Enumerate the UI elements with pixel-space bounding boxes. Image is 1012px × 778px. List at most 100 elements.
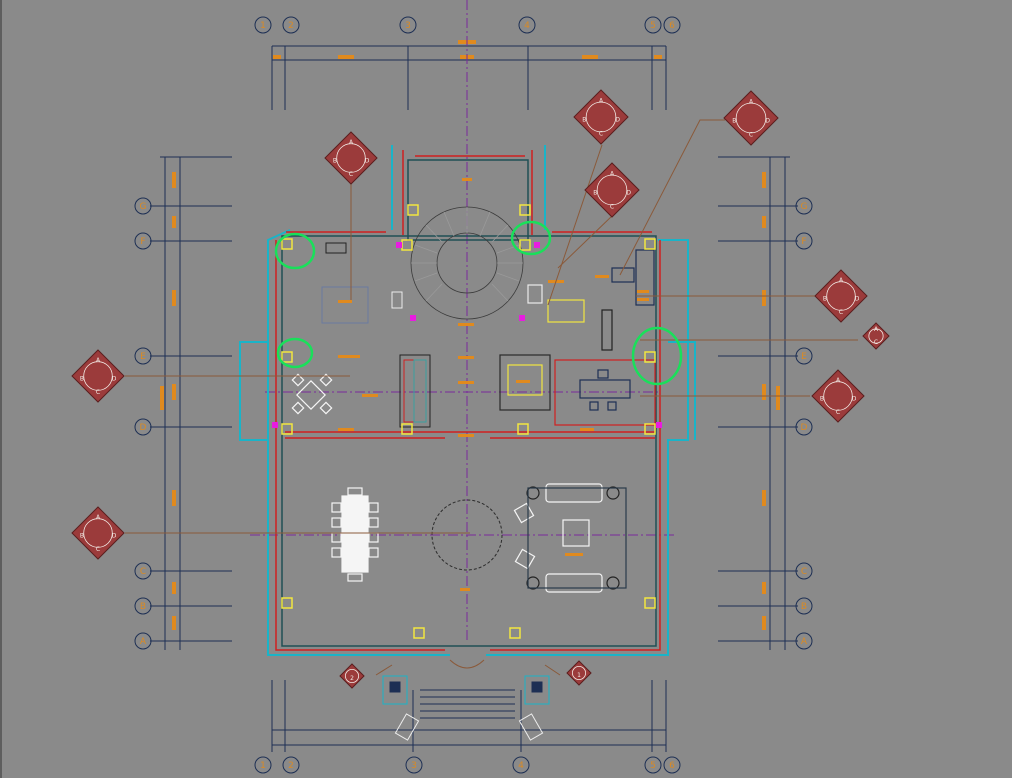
foyer-circle <box>431 499 503 571</box>
tag-letter: C <box>349 171 353 178</box>
tag-letter: B <box>333 158 337 165</box>
tag-inner-circle <box>83 361 113 391</box>
tag-letter: B <box>823 296 827 303</box>
tag-diamond <box>324 131 378 185</box>
tag-letter: C <box>610 204 614 211</box>
axis-bubble-top-5 <box>644 16 662 34</box>
axis-bubble-top-2 <box>282 16 300 34</box>
center-axis-lines <box>250 0 675 640</box>
left-dimension-lines <box>150 156 232 650</box>
tag-inner-circle <box>735 102 767 134</box>
axis-label-right-g: G <box>801 202 808 212</box>
tag-letter: D <box>112 376 117 383</box>
tag-letter: C <box>874 339 878 346</box>
tag-letter: C <box>839 309 843 316</box>
tag-letter: A <box>349 139 354 146</box>
axis-label-right-b: B <box>801 602 807 612</box>
living-room-sofas <box>513 483 627 593</box>
tag-letter: A <box>96 514 101 521</box>
structural-columns <box>281 204 656 639</box>
axis-bubble-top-6 <box>663 16 681 34</box>
tag-letter: 1 <box>577 672 581 679</box>
inner-walls-dark <box>281 159 657 647</box>
tag-letter: B <box>732 118 736 125</box>
axis-bubble-top-1 <box>254 16 272 34</box>
axis-label-top-1: 1 <box>260 21 266 31</box>
axis-label-left-f: F <box>140 237 145 247</box>
tag-letter: A <box>599 97 604 104</box>
axis-label-bottom-5: 5 <box>650 761 656 771</box>
tag-letter: D <box>852 396 857 403</box>
elevation-tag-south-left: 2 <box>339 663 365 689</box>
tag-inner-circle <box>336 143 366 173</box>
elevation-tag-small-east: AC <box>862 322 890 350</box>
highlight-circle-north <box>510 220 552 256</box>
tag-letter: B <box>593 190 597 197</box>
axis-label-bottom-4: 4 <box>518 761 524 771</box>
tag-letter: D <box>615 117 620 124</box>
tag-letter: B <box>80 533 84 540</box>
highlight-circle-east <box>631 326 683 386</box>
axis-labels-left: G F E D C B A <box>140 202 147 647</box>
tag-inner-circle <box>826 281 856 311</box>
spiral-staircase <box>410 206 524 320</box>
axis-label-top-6: 6 <box>669 21 675 31</box>
tag-letter: C <box>749 132 753 139</box>
elevation-tag-west-1: A B D C <box>71 349 125 403</box>
tag-letter: C <box>96 389 100 396</box>
axis-label-left-c: C <box>140 567 146 577</box>
axis-label-right-f: F <box>801 237 806 247</box>
elevation-tag-nw: A B D C <box>324 131 378 185</box>
outer-walls-cyan <box>239 145 696 656</box>
tag-inner-circle <box>868 328 884 344</box>
axis-bubbles-bottom <box>254 756 681 774</box>
outer-walls-red <box>275 150 661 651</box>
tag-letter: B <box>80 376 84 383</box>
tag-letter: A <box>749 98 754 105</box>
axis-bubble-top-3 <box>399 16 417 34</box>
tag-letter: A <box>96 357 101 364</box>
tag-inner-circle <box>572 666 587 681</box>
axis-labels-top: 1 2 3 4 5 6 <box>260 21 675 31</box>
highlight-circle-west <box>276 337 314 369</box>
highlight-circle-nw <box>274 232 316 270</box>
axis-label-right-d: D <box>801 423 808 433</box>
tag-diamond <box>811 369 865 423</box>
tag-inner-circle <box>83 518 113 548</box>
tag-letter: C <box>599 131 603 138</box>
tag-letter: A <box>836 377 841 384</box>
tag-diamond <box>814 269 868 323</box>
tag-letter: D <box>365 158 370 165</box>
tag-inner-circle <box>585 101 617 133</box>
tag-letter: D <box>855 296 860 303</box>
bottom-dimension-lines <box>271 680 667 752</box>
axis-label-bottom-1: 1 <box>260 761 266 771</box>
axis-label-left-a: A <box>140 637 147 647</box>
axis-bubbles-right <box>795 197 813 650</box>
tag-letter: A <box>874 326 879 333</box>
tag-inner-circle <box>823 381 853 411</box>
front-porch <box>382 659 550 741</box>
axis-label-left-g: G <box>140 202 147 212</box>
axis-label-top-2: 2 <box>288 21 294 31</box>
axis-label-left-d: D <box>140 423 147 433</box>
tag-letter: A <box>610 170 615 177</box>
bedroom-suite <box>527 249 655 351</box>
tag-letter: D <box>112 533 117 540</box>
study-room-furniture <box>499 354 656 426</box>
axis-label-right-e: E <box>801 352 807 362</box>
axis-label-top-4: 4 <box>524 21 530 31</box>
axis-labels-right: G F E D C B A <box>801 202 808 647</box>
axis-label-left-e: E <box>140 352 146 362</box>
tag-diamond <box>573 89 629 145</box>
dining-table <box>331 487 379 582</box>
tag-diamond <box>862 322 890 350</box>
